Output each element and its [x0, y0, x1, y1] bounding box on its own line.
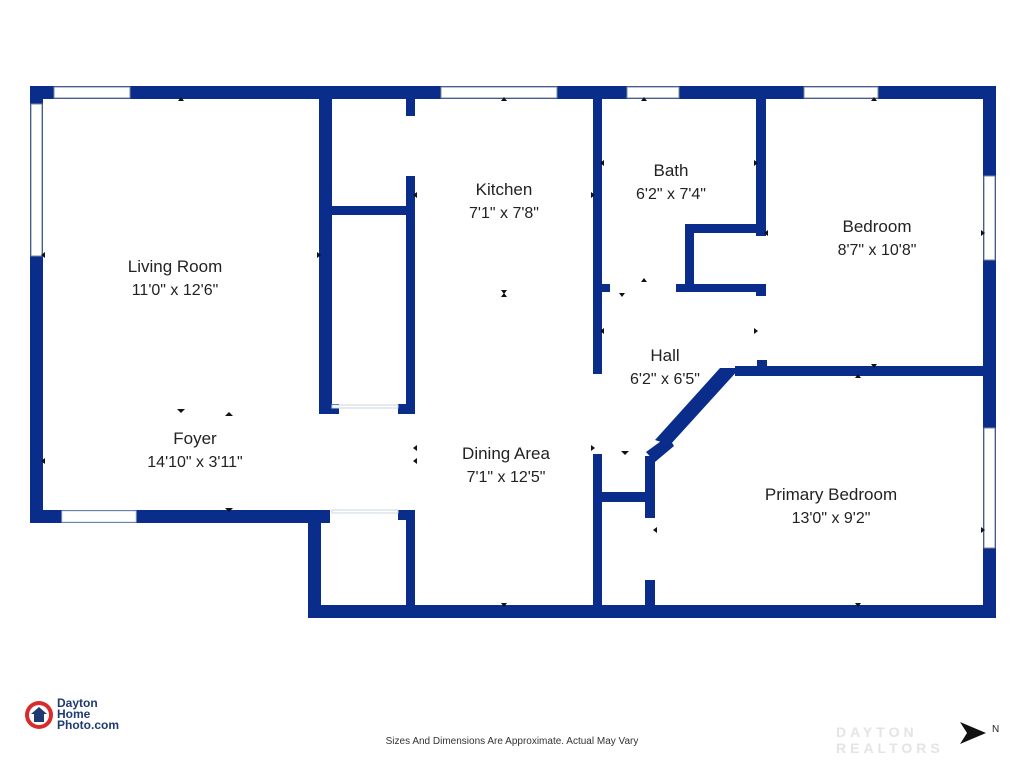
dining-area-label: Dining Area [462, 444, 550, 463]
kitchen-label: Kitchen [476, 180, 533, 199]
north-arrow-icon [960, 722, 986, 744]
walls [30, 86, 996, 618]
primary-bedroom-label: Primary Bedroom [765, 485, 897, 504]
logo-line-1: Dayton [57, 696, 98, 710]
kitchen-dimensions: 7'1" x 7'8" [469, 205, 539, 222]
measurement-markers [41, 97, 985, 607]
company-logo: Dayton Home Photo.com [24, 696, 119, 732]
logo-line-2: Home [57, 707, 91, 721]
angled-wall-upper [655, 368, 740, 445]
logo-line-3: Photo.com [57, 718, 119, 732]
hall-label: Hall [650, 346, 679, 365]
foyer-label: Foyer [173, 429, 217, 448]
bedroom-label: Bedroom [843, 217, 912, 236]
bedroom-dimensions: 8'7" x 10'8" [838, 242, 917, 259]
floor-plan: Living Room 11'0" x 12'6" Foyer 14'10" x… [30, 86, 996, 618]
hall-dimensions: 6'2" x 6'5" [630, 371, 700, 388]
angled-wall-lower [646, 436, 674, 462]
living-room-dimensions: 11'0" x 12'6" [132, 282, 219, 299]
bath-dimensions: 6'2" x 7'4" [636, 186, 706, 203]
house-badge-icon [25, 700, 53, 729]
foyer-dimensions: 14'10" x 3'11" [147, 454, 242, 471]
dining-area-dimensions: 7'1" x 12'5" [467, 469, 546, 486]
living-room-label: Living Room [128, 257, 223, 276]
north-label: N [992, 724, 1000, 735]
watermark-text: DAYTON REALTORS [836, 724, 944, 756]
windows [30, 86, 996, 549]
disclaimer-text: Sizes And Dimensions Are Approximate. Ac… [385, 736, 639, 747]
bath-label: Bath [654, 161, 689, 180]
primary-bedroom-dimensions: 13'0" x 9'2" [792, 510, 871, 527]
door-openings [61, 404, 399, 523]
